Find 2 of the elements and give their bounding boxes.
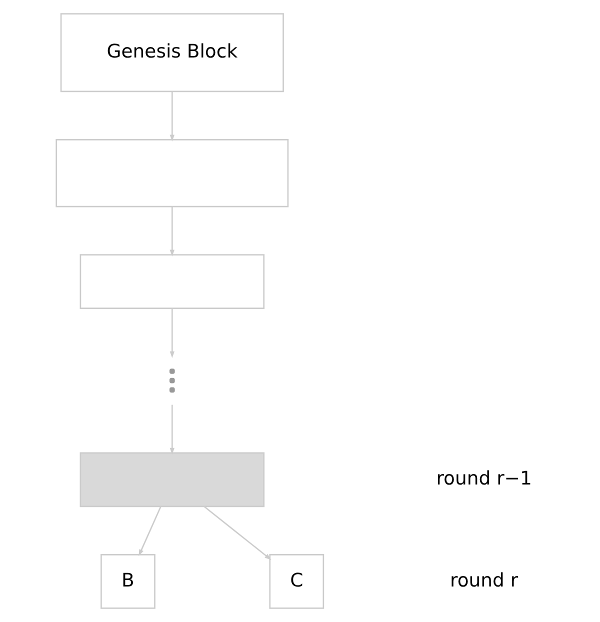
label: round r−1	[436, 468, 532, 490]
label: round r	[450, 570, 518, 592]
